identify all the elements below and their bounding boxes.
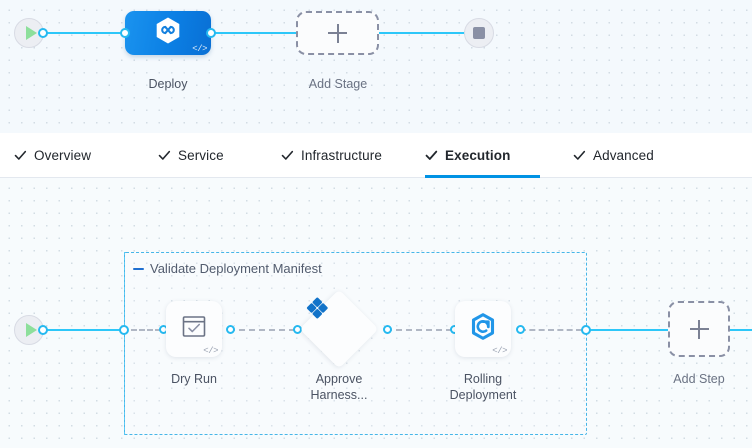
step-label-rolling-deployment: Rolling Deployment (428, 371, 538, 403)
tab-label-overview: Overview (34, 148, 92, 163)
check-icon (158, 149, 171, 162)
stage-tabbar: Overview Service Infrastructure Executio… (0, 133, 752, 178)
tab-label-advanced: Advanced (593, 148, 654, 163)
exec-connector-start-to-group (40, 329, 126, 331)
stage-node-label-deploy: Deploy (148, 77, 188, 91)
exec-approve-output-port[interactable] (383, 325, 392, 334)
stage-deploy-output-port[interactable] (206, 28, 216, 38)
add-step-label: Add Step (673, 372, 725, 386)
stop-icon (473, 27, 485, 39)
check-icon (281, 149, 294, 162)
step-node-dry-run[interactable]: </> (166, 301, 222, 357)
minus-icon[interactable] (133, 267, 144, 270)
tab-label-service: Service (178, 148, 224, 163)
step-label-rolling-line1: Rolling (463, 372, 503, 386)
step-label-approve-harness: Approve Harness... (289, 371, 389, 403)
tab-infrastructure[interactable]: Infrastructure (281, 133, 382, 178)
plus-icon (328, 23, 347, 43)
tab-overview[interactable]: Overview (14, 133, 91, 178)
step-node-rolling-deployment[interactable]: </> (455, 301, 511, 357)
code-badge-icon[interactable]: </> (203, 346, 218, 356)
harness-logo-icon (155, 17, 181, 50)
step-label-rolling-line2: Deployment (449, 388, 517, 402)
stage-connector-deploy-to-add (208, 32, 303, 34)
tab-service[interactable]: Service (158, 133, 224, 178)
tab-label-infrastructure: Infrastructure (301, 148, 382, 163)
exec-group-entry-port[interactable] (119, 325, 129, 335)
add-step-button[interactable] (668, 301, 730, 357)
check-icon (573, 149, 586, 162)
plus-icon (689, 319, 709, 339)
exec-connector-entry-to-dryrun (131, 329, 161, 331)
exec-connector-dryrun-to-approve (229, 329, 295, 331)
exec-connector-addstep-to-end (730, 329, 752, 331)
tab-advanced[interactable]: Advanced (573, 133, 654, 178)
exec-dryrun-output-port[interactable] (226, 325, 235, 334)
code-badge-icon[interactable]: </> (192, 44, 207, 54)
step-label-approve-line2: Harness... (310, 388, 368, 402)
stage-connector-add-to-end (373, 32, 470, 34)
exec-connector-group-to-addstep (588, 329, 668, 331)
code-badge-icon[interactable]: </> (492, 346, 507, 356)
add-stage-button[interactable] (296, 11, 379, 55)
group-entry-boundary (124, 252, 125, 435)
stage-graph-canvas[interactable]: </> Deploy Add Stage (0, 0, 752, 133)
tab-execution[interactable]: Execution (425, 133, 540, 178)
exec-connector-rolling-to-groupexit (520, 329, 582, 331)
stage-connector-start-to-deploy (40, 32, 130, 34)
step-label-dry-run: Dry Run (171, 372, 217, 386)
step-group-title: Validate Deployment Manifest (150, 261, 322, 276)
exec-group-exit-port[interactable] (581, 325, 591, 335)
checkbox-window-icon (181, 314, 207, 345)
exec-rolling-output-port[interactable] (516, 325, 525, 334)
stage-start-port[interactable] (38, 28, 48, 38)
exec-start-port[interactable] (38, 325, 48, 335)
step-group-header[interactable]: Validate Deployment Manifest (133, 261, 322, 276)
tab-label-execution: Execution (445, 148, 511, 163)
add-stage-label: Add Stage (308, 77, 368, 91)
kubernetes-rolling-icon (469, 313, 497, 346)
stage-end-node[interactable] (464, 18, 494, 48)
exec-connector-approve-to-rolling (386, 329, 452, 331)
step-label-approve-line1: Approve (315, 372, 363, 386)
execution-graph-canvas[interactable]: Validate Deployment Manifest (0, 178, 752, 448)
stage-node-deploy[interactable]: </> (125, 11, 211, 55)
check-icon (14, 149, 27, 162)
play-icon (25, 26, 37, 40)
check-icon (425, 149, 438, 162)
stage-deploy-input-port[interactable] (120, 28, 130, 38)
play-icon (25, 323, 37, 337)
